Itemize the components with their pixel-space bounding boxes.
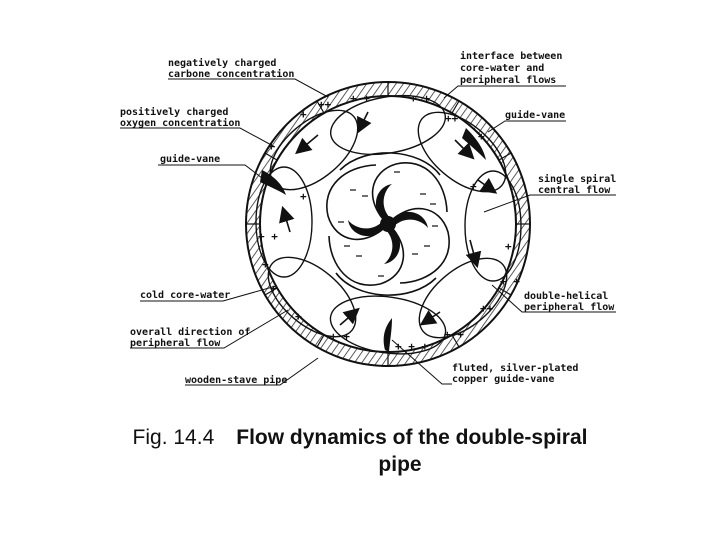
label-interface-3: peripheral flows <box>460 74 556 86</box>
caption-title-line1: Flow dynamics of the double-spiral <box>236 426 588 449</box>
label-neg-charged-1: negatively charged <box>168 57 276 69</box>
label-guide-vane-left: guide-vane <box>160 153 220 165</box>
svg-text:+: + <box>505 240 512 253</box>
svg-text:+ +: + + <box>330 330 350 343</box>
svg-text:+: + <box>470 180 477 193</box>
label-interface-1: interface between <box>460 50 562 62</box>
svg-text:+: + <box>300 190 307 203</box>
caption-line-2: pipe <box>0 451 720 478</box>
svg-text:+ +: + + <box>500 275 520 288</box>
svg-text:+: + <box>268 140 275 153</box>
caption-line-1: Fig. 14.4 Flow dynamics of the double-spi… <box>0 424 720 451</box>
label-single-spiral-1: single spiral <box>538 173 616 185</box>
peripheral-loops <box>255 94 522 355</box>
svg-text:+ +: + + <box>410 92 430 105</box>
annotation-labels: negatively charged carbone concentration… <box>120 50 616 386</box>
label-pos-charged-1: positively charged <box>120 106 228 118</box>
label-double-helical-1: double-helical <box>524 290 608 302</box>
label-double-helical-2: peripheral flow <box>524 301 615 313</box>
flow-arrows <box>279 111 498 326</box>
label-fluted-1: fluted, silver-plated <box>452 362 578 374</box>
svg-text:++: ++ <box>480 302 494 315</box>
svg-text:+: + <box>270 282 277 295</box>
label-single-spiral-2: central flow <box>538 185 611 196</box>
central-spiral <box>326 152 450 296</box>
svg-text:+ +: + + <box>258 230 278 243</box>
svg-text:+: + <box>300 108 307 121</box>
guide-vanes <box>260 128 486 352</box>
svg-text:+: + <box>262 258 269 271</box>
svg-text:++: ++ <box>318 98 332 111</box>
figure-caption: Fig. 14.4 Flow dynamics of the double-spi… <box>0 424 720 478</box>
stave-divisions <box>246 82 530 366</box>
svg-text:+: + <box>295 310 302 323</box>
svg-text:+: + <box>478 130 485 143</box>
label-neg-charged-2: carbone concentration <box>168 68 294 80</box>
label-fluted-2: copper guide-vane <box>452 373 554 385</box>
label-interface-2: core-water and <box>460 63 544 74</box>
svg-text:++: ++ <box>445 112 459 125</box>
label-pos-charged-2: oxygen concentration <box>120 117 240 129</box>
label-overall-dir-1: overall direction of <box>130 326 250 338</box>
label-guide-vane-right: guide-vane <box>505 109 565 121</box>
svg-text:+ +: + + <box>444 328 464 341</box>
leader-lines <box>120 78 616 386</box>
svg-text:+ +: + + <box>350 92 370 105</box>
label-overall-dir-2: peripheral flow <box>130 337 221 349</box>
label-wooden-pipe: wooden-stave pipe <box>185 374 287 386</box>
dark-core <box>348 184 428 264</box>
positive-charge-marks: ++++ + + ++++ +++ + +++ + ++++ + + + ++ … <box>258 92 520 353</box>
label-cold-core: cold core-water <box>140 290 230 301</box>
core-water-dashes <box>338 171 438 277</box>
caption-number: Fig. 14.4 <box>132 426 215 449</box>
caption-title-line2: pipe <box>378 453 422 476</box>
